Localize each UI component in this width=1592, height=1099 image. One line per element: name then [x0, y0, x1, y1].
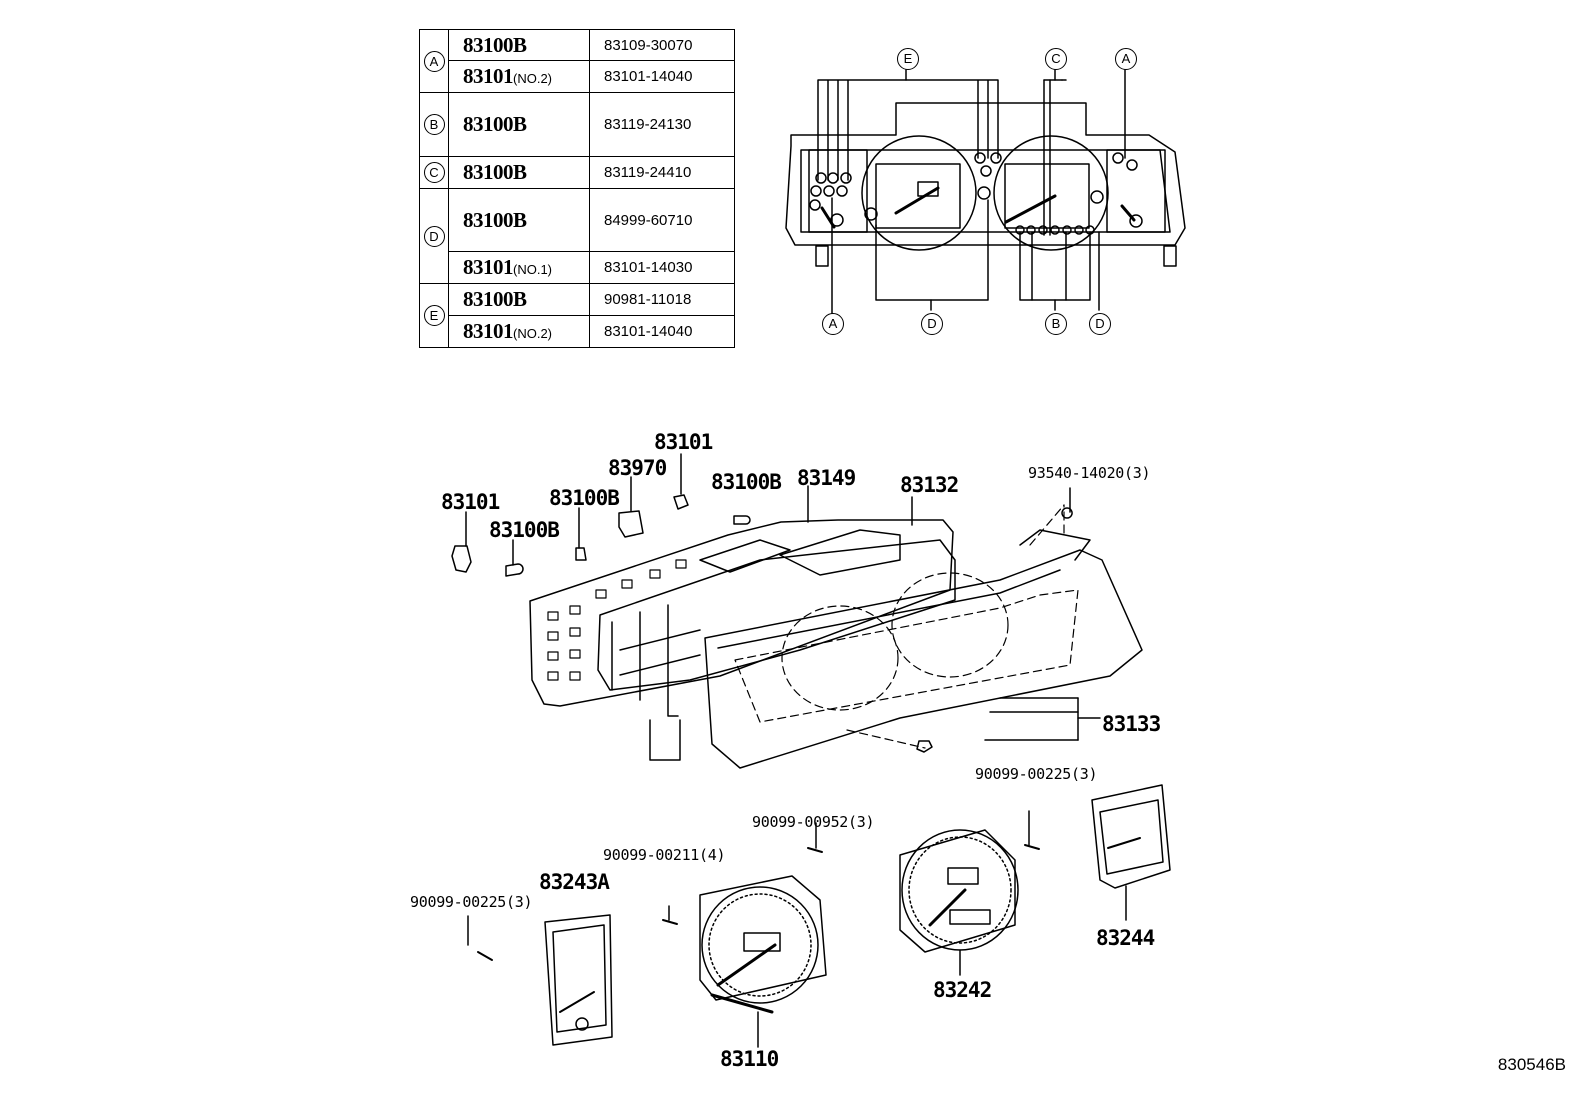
callout-d: D — [1089, 313, 1111, 335]
number-cell: 83109-30070 — [589, 29, 735, 61]
label-90099-00225: 90099-00225(3) — [975, 765, 1098, 783]
callout-a: A — [822, 313, 844, 335]
label-83100b: 83100B — [489, 518, 560, 542]
callout-a: A — [1115, 48, 1137, 70]
number-cell: 83101-14040 — [589, 315, 735, 348]
cluster-front-view — [785, 69, 1186, 317]
label-83100b: 83100B — [711, 470, 782, 494]
label-90099-00952: 90099-00952(3) — [752, 813, 875, 831]
label-83100b: 83100B — [549, 486, 620, 510]
number-cell: 84999-60710 — [589, 188, 735, 252]
part-cell: 83101(NO.1) — [448, 251, 590, 284]
part-cell: 83100B — [448, 283, 590, 316]
speedometer — [662, 875, 827, 1048]
part-cell: 83100B — [448, 188, 590, 252]
label-83132: 83132 — [900, 473, 959, 497]
label-83110: 83110 — [720, 1047, 779, 1071]
exploded-view — [451, 453, 1171, 1048]
label-83243a: 83243A — [539, 870, 610, 894]
label-83244: 83244 — [1096, 926, 1155, 950]
lens — [704, 549, 1143, 769]
fuel-gauge — [544, 914, 613, 1046]
number-cell: 83119-24410 — [589, 156, 735, 189]
group-c-cell: C — [419, 156, 449, 189]
callout-b: B — [1045, 313, 1067, 335]
label-83101: 83101 — [654, 430, 713, 454]
number-cell: 83119-24130 — [589, 92, 735, 157]
label-90099-00225: 90099-00225(3) — [410, 893, 533, 911]
illustration-code: 830546B — [1497, 1055, 1566, 1074]
circuit-plate — [529, 519, 954, 707]
bulb-key-table: A 83100B 83109-30070 83101(NO.2) 83101-1… — [419, 29, 735, 348]
callout-e: E — [897, 48, 919, 70]
callout-c: C — [1045, 48, 1067, 70]
label-90099-00211: 90099-00211(4) — [603, 846, 726, 864]
label-83970: 83970 — [608, 456, 667, 480]
number-cell: 83101-14040 — [589, 60, 735, 93]
label-83242: 83242 — [933, 978, 992, 1002]
label-83101: 83101 — [441, 490, 500, 514]
number-cell: 83101-14030 — [589, 251, 735, 284]
number-cell: 90981-11018 — [589, 283, 735, 316]
label-83149: 83149 — [797, 466, 856, 490]
part-cell: 83101(NO.2) — [448, 315, 590, 348]
group-a-cell: A — [419, 29, 449, 93]
part-cell: 83100B — [448, 29, 590, 61]
callout-d: D — [921, 313, 943, 335]
cluster-case — [597, 539, 956, 691]
label-83133: 83133 — [1102, 712, 1161, 736]
group-b-cell: B — [419, 92, 449, 157]
group-e-cell: E — [419, 283, 449, 348]
label-93540-14020: 93540-14020(3) — [1028, 464, 1151, 482]
tachometer — [807, 822, 1019, 976]
group-d-cell: D — [419, 188, 449, 284]
temp-gauge — [1024, 784, 1171, 921]
